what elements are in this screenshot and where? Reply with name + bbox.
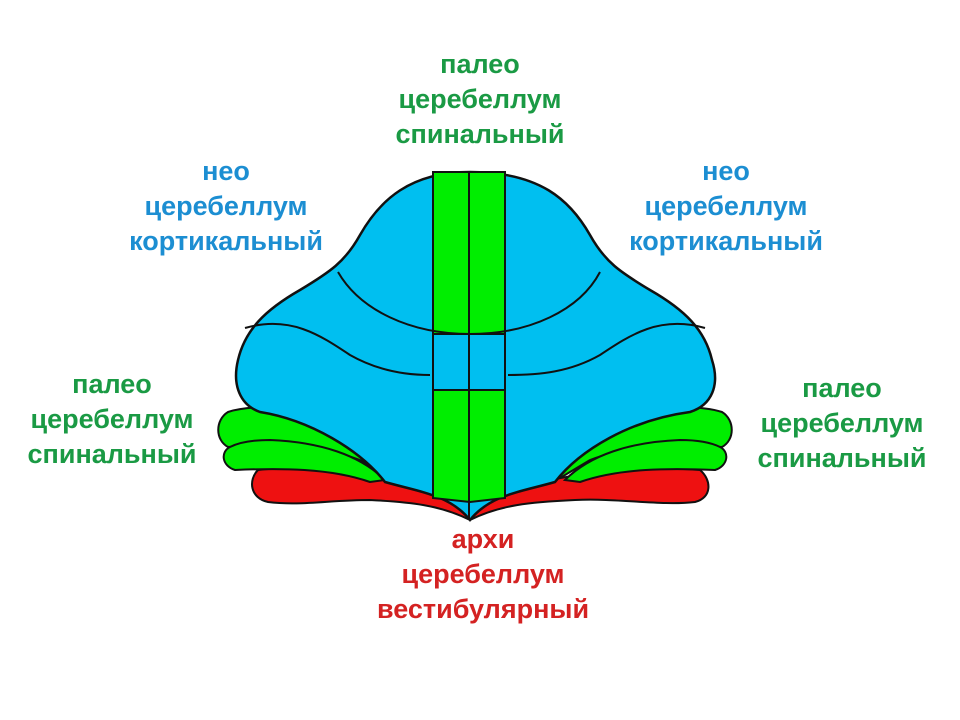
label-neo-right: нео церебеллум кортикальный — [629, 154, 823, 259]
label-line: кортикальный — [629, 226, 823, 256]
label-line: спинальный — [395, 119, 565, 149]
right-fissure — [507, 322, 706, 376]
label-line: палео — [72, 369, 152, 399]
label-line: церебеллум — [144, 191, 308, 221]
primary-fissure — [337, 271, 601, 336]
label-line: кортикальный — [129, 226, 323, 256]
label-line: церебеллум — [401, 559, 565, 589]
label-line: спинальный — [27, 439, 197, 469]
label-archi-bottom: архи церебеллум вестибулярный — [377, 522, 589, 627]
label-neo-left: нео церебеллум кортикальный — [129, 154, 323, 259]
label-line: вестибулярный — [376, 594, 590, 624]
label-line: спинальный — [757, 443, 927, 473]
paleo-right-lower-lobe — [562, 438, 728, 484]
label-line: церебеллум — [30, 404, 194, 434]
paleo-left-lower-lobe — [222, 438, 388, 484]
label-line: нео — [702, 156, 750, 186]
label-paleo-top: палео церебеллум спинальный — [396, 47, 565, 152]
label-line: церебеллум — [398, 84, 562, 114]
label-paleo-right: палео церебеллум спинальный — [758, 371, 927, 476]
label-line: палео — [440, 49, 520, 79]
label-line: архи — [451, 524, 515, 554]
label-line: нео — [202, 156, 250, 186]
label-paleo-left: палео церебеллум спинальный — [28, 367, 197, 472]
label-line: церебеллум — [760, 408, 924, 438]
left-fissure — [244, 322, 431, 376]
label-line: церебеллум — [644, 191, 808, 221]
label-line: палео — [802, 373, 882, 403]
